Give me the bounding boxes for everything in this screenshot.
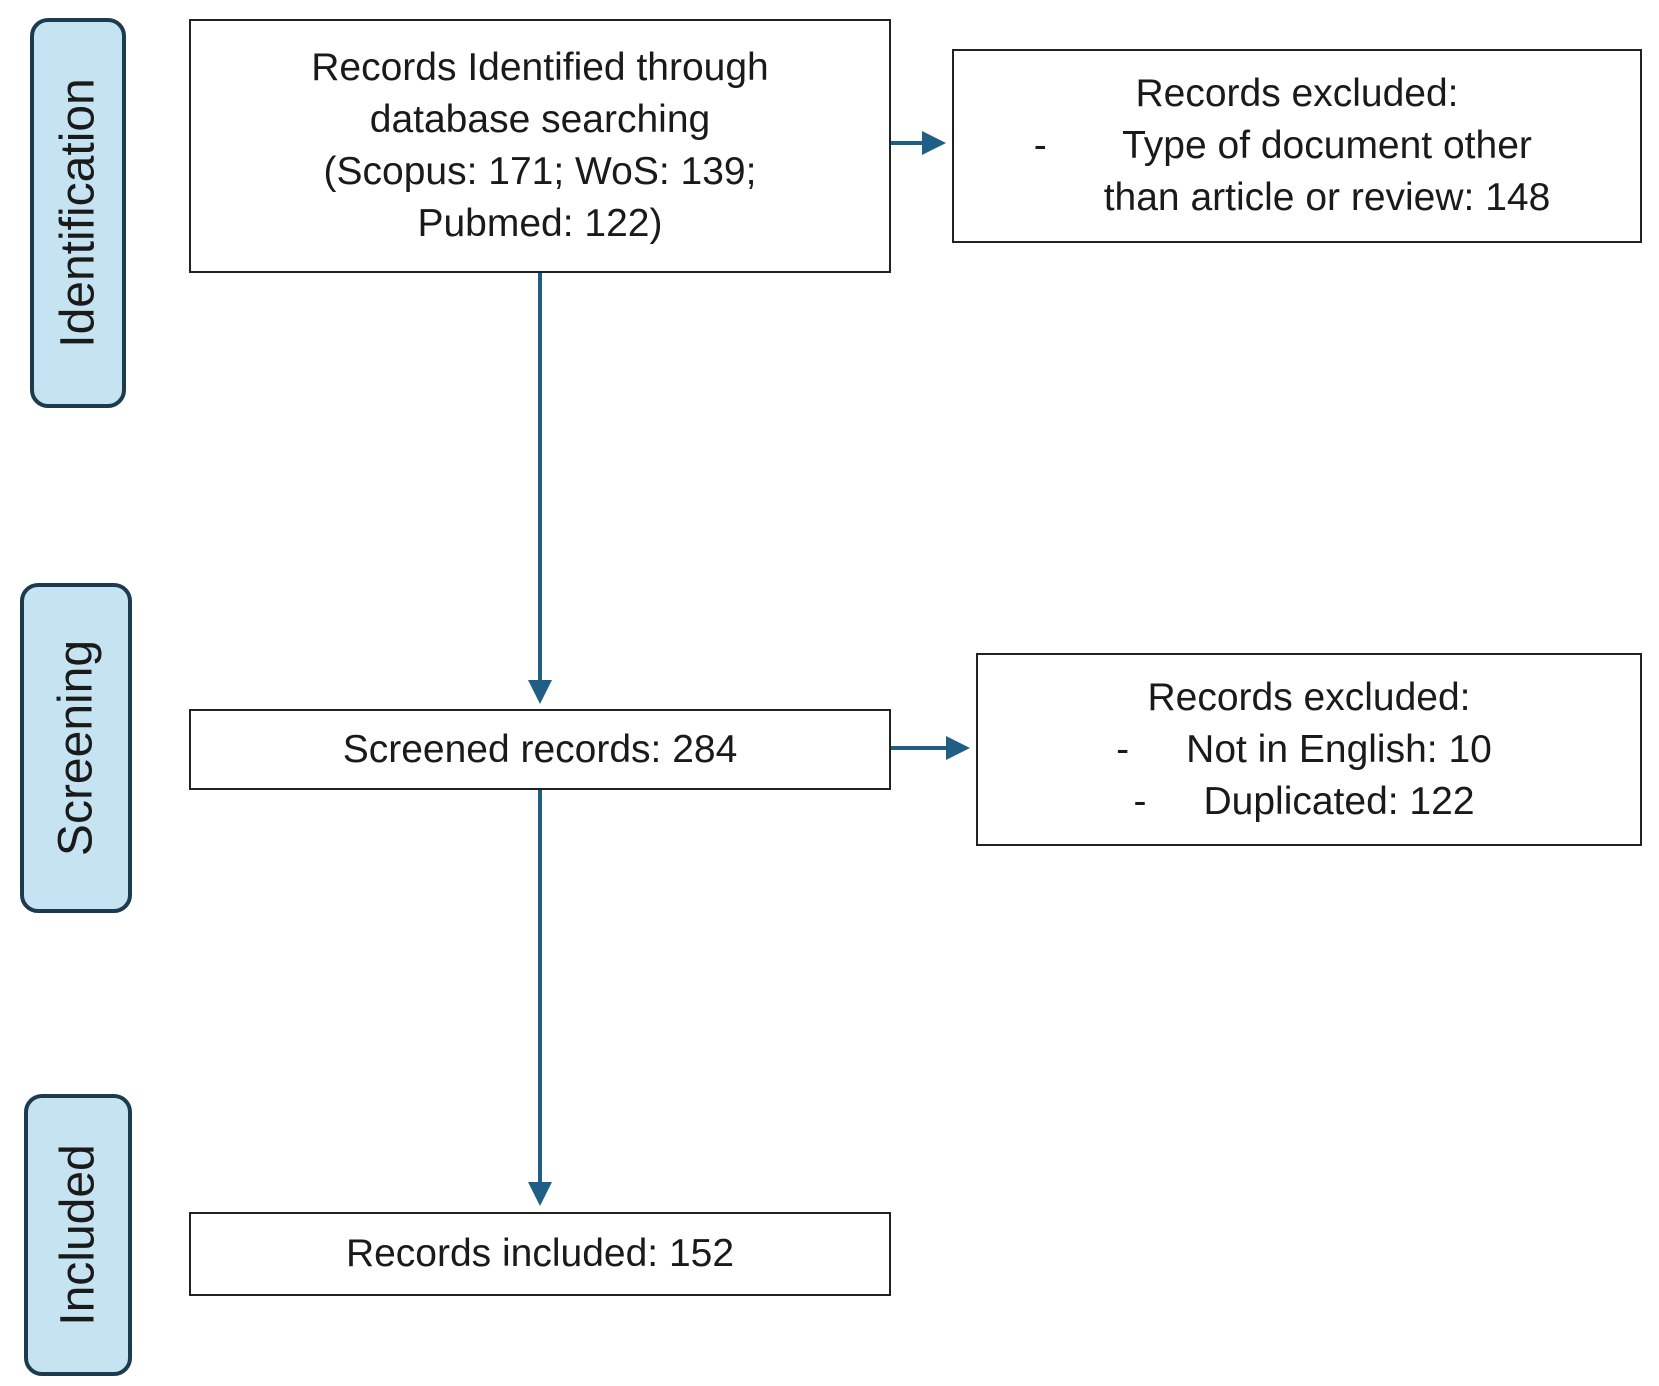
excluded-2-item-1: - Not in English: 10 (1116, 724, 1492, 776)
identified-records-text: Records Identified through database sear… (311, 42, 768, 250)
identified-records-box: Records Identified through database sear… (189, 19, 891, 273)
identified-line-1: Records Identified through (311, 46, 769, 89)
excluded-2-title: Records excluded: (1147, 675, 1471, 719)
excluded-2-item-2: - Duplicated: 122 (1133, 776, 1474, 828)
identified-line-2: database searching (369, 98, 711, 141)
included-records-label: Records included: 152 (345, 1232, 735, 1275)
excluded-2-text-1: Not in English: 10 (1186, 727, 1492, 771)
excluded-1-text: Type of document other than article or r… (1104, 120, 1551, 224)
screened-records-label: Screened records: 284 (342, 727, 738, 771)
included-records-box: Records included: 152 (189, 1212, 891, 1296)
excluded-2-dash-2: - (1133, 779, 1147, 823)
screened-records-box: Screened records: 284 (189, 709, 891, 790)
excluded-records-box-2: Records excluded: - Not in English: 10 -… (976, 653, 1642, 846)
identified-line-3: (Scopus: 171; WoS: 139; (323, 150, 757, 193)
stage-screening: Screening (20, 583, 132, 913)
excluded-1-dash: - (1033, 124, 1047, 167)
excluded-1-item: - Type of document other than article or… (1034, 120, 1551, 224)
excluded-1-title: Records excluded: (1135, 72, 1459, 115)
excluded-1-line-2: than article or review: 148 (1103, 176, 1551, 219)
stage-included: Included (24, 1094, 132, 1376)
excluded-2-text-2: Duplicated: 122 (1203, 779, 1475, 823)
excluded-2-dash-1: - (1116, 727, 1130, 771)
identified-line-4: Pubmed: 122) (417, 202, 663, 245)
stage-identification: Identification (30, 18, 126, 408)
excluded-1-line-1: Type of document other (1122, 124, 1532, 167)
excluded-records-box-1: Records excluded: - Type of document oth… (952, 49, 1642, 243)
